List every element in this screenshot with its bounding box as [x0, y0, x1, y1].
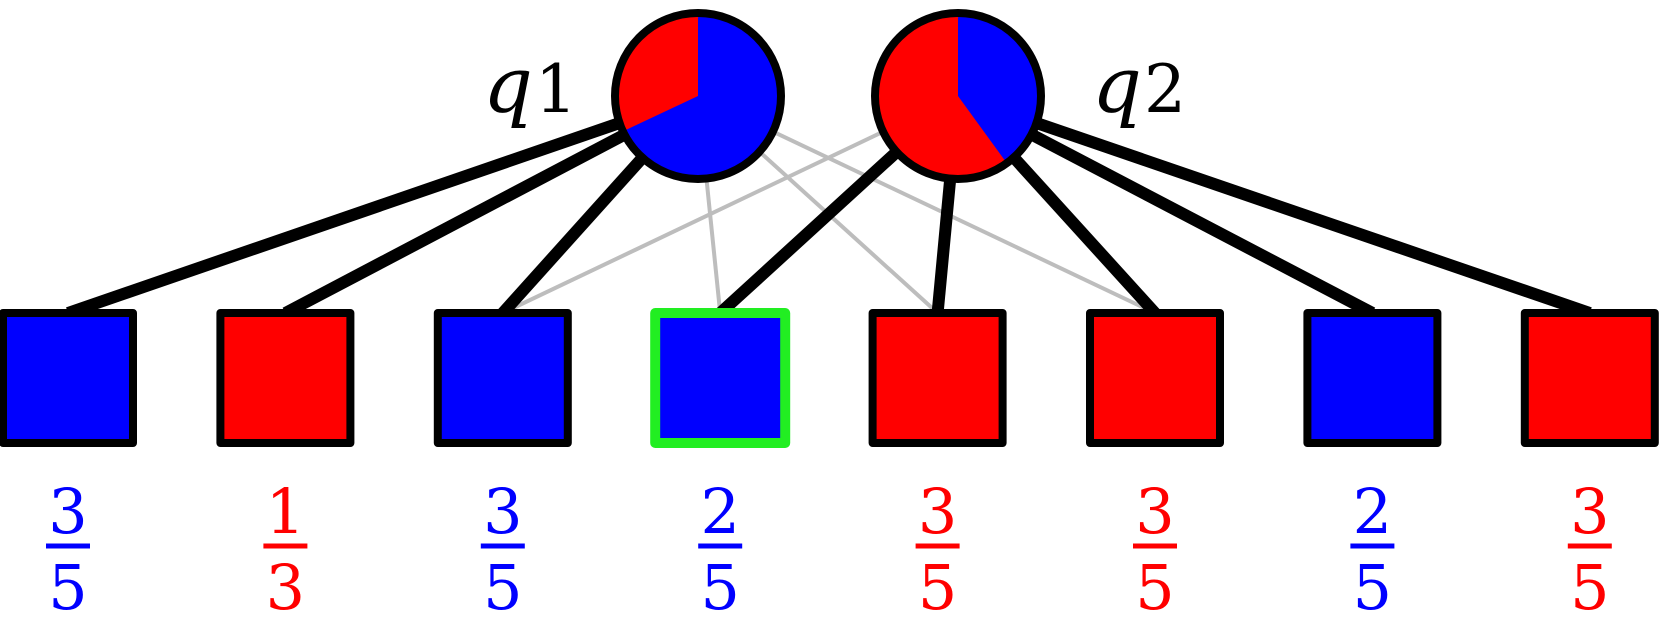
item-square	[1303, 309, 1442, 447]
item-5	[868, 309, 1007, 447]
item-1	[0, 309, 137, 447]
query-label-letter: q	[1092, 41, 1142, 131]
query-node-q2	[871, 9, 1045, 183]
item-fraction-6: 35	[1133, 475, 1177, 622]
item-2	[216, 309, 355, 447]
fraction-numerator: 3	[1570, 475, 1609, 548]
queries-layer	[611, 9, 1045, 183]
fraction-denominator: 5	[700, 551, 739, 622]
item-fraction-2: 13	[263, 475, 308, 622]
fraction-denominator: 5	[918, 551, 957, 622]
item-8	[1520, 309, 1659, 447]
item-6	[1086, 309, 1224, 447]
item-4	[650, 308, 791, 448]
item-square	[1086, 309, 1224, 447]
item-square	[1520, 309, 1659, 447]
query-pie-blue-slice	[622, 13, 781, 179]
fraction-denominator: 3	[266, 551, 305, 622]
item-square-highlighted	[650, 308, 791, 448]
fraction-denominator: 5	[48, 551, 87, 622]
fraction-denominator: 5	[483, 551, 522, 622]
fraction-numerator: 2	[1353, 475, 1392, 548]
item-square	[433, 309, 572, 447]
edge-q1-item-1-strong	[66, 90, 700, 319]
item-fraction-8: 35	[1567, 475, 1612, 622]
item-fraction-3: 35	[480, 475, 525, 622]
query-label-letter: q	[483, 41, 533, 131]
query-node-q1	[611, 9, 785, 183]
item-square	[0, 309, 137, 447]
fraction-denominator: 5	[1353, 551, 1392, 622]
item-7	[1303, 309, 1442, 447]
query-pie-red-slice	[875, 13, 1007, 179]
query-label-subscript: 2	[1144, 51, 1186, 128]
item-fraction-4: 25	[698, 475, 743, 622]
query-pie-outline	[611, 9, 785, 183]
query-pie-blue-slice	[958, 13, 1042, 164]
fraction-numerator: 3	[918, 475, 957, 548]
item-fraction-5: 35	[915, 475, 960, 622]
item-fraction-1: 35	[46, 475, 90, 622]
item-fraction-7: 25	[1350, 475, 1395, 622]
query-pie-outline	[871, 9, 1045, 183]
fraction-denominator: 5	[1135, 551, 1174, 622]
fraction-numerator: 3	[483, 475, 522, 548]
item-square	[868, 309, 1007, 447]
item-3	[433, 309, 572, 447]
item-square	[216, 309, 355, 447]
fraction-numerator: 2	[700, 475, 739, 548]
query-label-q1: q1	[483, 41, 577, 131]
fraction-denominator: 5	[1570, 551, 1609, 622]
query-label-q2: q2	[1092, 41, 1186, 131]
fraction-numerator: 3	[1135, 475, 1174, 548]
query-label-subscript: 1	[535, 51, 577, 128]
fraction-numerator: 3	[48, 475, 87, 548]
edges-layer	[66, 90, 1592, 319]
fraction-numerator: 1	[266, 475, 305, 548]
edge-q2-item-8-strong	[956, 90, 1592, 319]
items-layer	[0, 308, 1659, 448]
